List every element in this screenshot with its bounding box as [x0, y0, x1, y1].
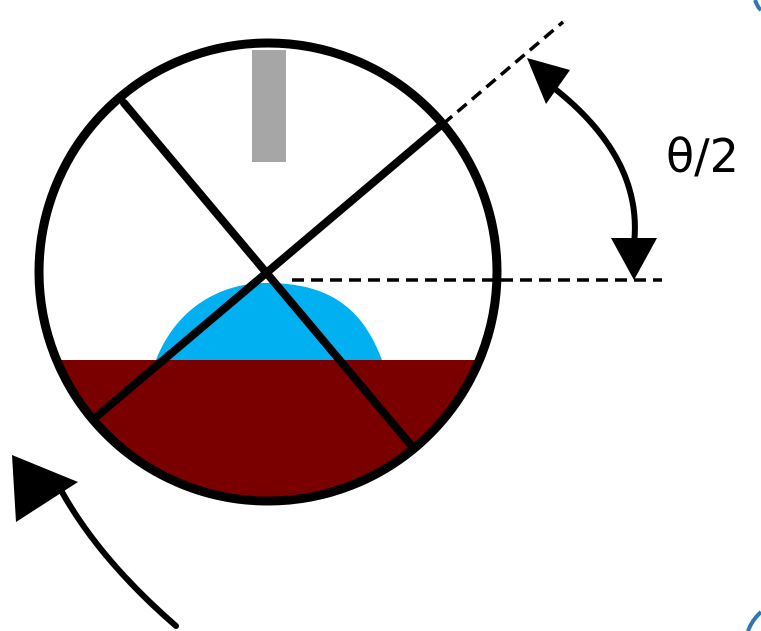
angle-label: θ/2: [666, 129, 739, 183]
angle-arrowhead-top: [527, 58, 570, 104]
chamber-outline: [34, 38, 502, 506]
needle: [252, 50, 286, 162]
rotation-arrow: [59, 489, 179, 629]
normal-line: [120, 99, 414, 448]
frame-edge-bottom: [746, 610, 761, 631]
droplet: [156, 282, 382, 360]
rotation-arrowhead: [12, 455, 78, 522]
chamber-interior: [39, 282, 497, 501]
dashed-extension-line: [441, 20, 565, 126]
angle-arrowhead-bottom: [611, 238, 657, 280]
frame-edge-top: [753, 0, 761, 12]
substrate: [39, 360, 497, 501]
angle-arc: [543, 79, 638, 247]
